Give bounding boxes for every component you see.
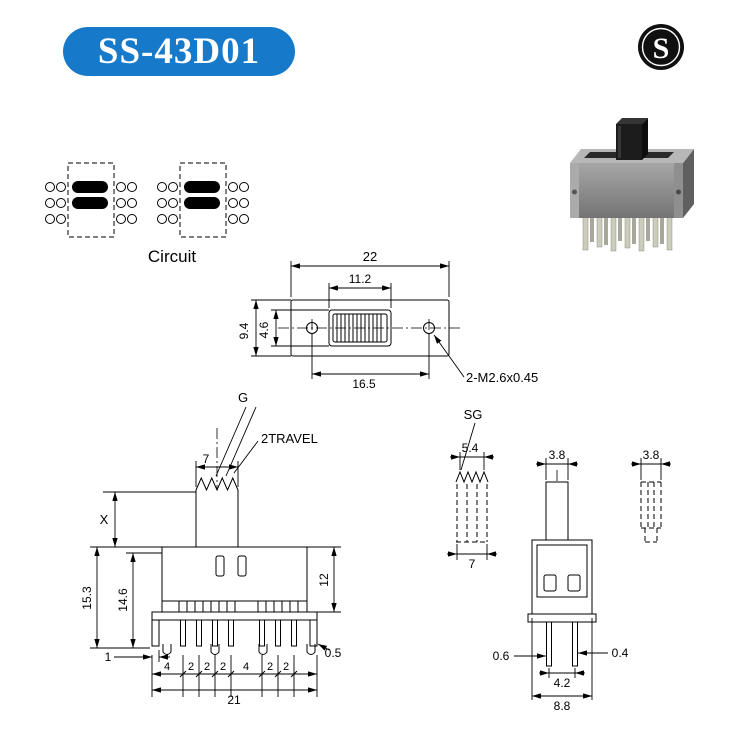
dim-pin-span: 4.2 xyxy=(554,676,571,690)
dim-x-label: X xyxy=(100,512,109,527)
side-view-full: 3.8 0.6 0.4 4.2 8.8 xyxy=(493,448,629,713)
dim-knob-base: 7 xyxy=(469,557,476,571)
side-pin-rear xyxy=(572,621,578,667)
front-mounting-tab-left xyxy=(151,619,160,647)
dim-knob-thickness: 3.8 xyxy=(549,448,566,462)
dim-pin-front-thickness: 0.6 xyxy=(493,649,510,663)
dim-tab-width: 1 xyxy=(105,650,112,664)
photo-rivet-left xyxy=(572,189,577,195)
dim-body-depth: 8.8 xyxy=(554,699,571,713)
dim-topview-total-height: 9.4 xyxy=(237,322,251,339)
circuit-slider-box xyxy=(179,162,227,238)
pin-pitch-label: 2 xyxy=(283,661,289,673)
g-leader-line xyxy=(225,406,257,477)
side-body xyxy=(531,539,593,615)
dim-knob-top: 5.4 xyxy=(462,441,479,455)
dim-hole-span: 16.5 xyxy=(352,377,376,391)
front-body-slot xyxy=(215,555,225,577)
circuit-diagram: Circuit xyxy=(45,162,249,266)
model-badge-pill xyxy=(63,27,295,76)
pin-pitch-label: 2 xyxy=(267,661,273,673)
side-body-inner xyxy=(536,544,588,598)
top-view-window-outer xyxy=(328,309,392,347)
thread-callout-label: 2-M2.6x0.45 xyxy=(466,370,538,385)
side-pin-front xyxy=(546,621,552,667)
circuit-bridge-contact xyxy=(72,181,108,193)
front-mounting-tab-right xyxy=(309,619,318,647)
side-base-plate xyxy=(527,613,597,623)
top-view: 22 11.2 9.4 4.6 16.5 2-M2.6x0.45 xyxy=(237,249,538,391)
sg-label: SG xyxy=(464,407,483,422)
dim-topview-total-width: 22 xyxy=(363,249,377,264)
dim-window-height: 4.6 xyxy=(257,321,271,338)
alt-knob-hidden-lines xyxy=(640,481,662,543)
knob-g-label: G xyxy=(238,390,248,405)
pin-pitch-label: 2 xyxy=(204,661,210,673)
pin-pitch-label: 4 xyxy=(164,661,170,673)
model-number: SS-43D01 xyxy=(98,31,260,72)
dim-height-frame: 14.6 xyxy=(116,588,130,612)
brand-logo: S xyxy=(638,24,684,70)
photo-body-side xyxy=(683,149,694,218)
circuit-bridge-contact xyxy=(72,197,108,209)
photo-back-pins xyxy=(590,214,664,245)
circuit-slider-box xyxy=(67,162,115,238)
front-base-plate xyxy=(151,611,318,621)
photo-body-front xyxy=(570,163,683,218)
front-knob xyxy=(195,476,239,547)
pin-pitch-label: 2 xyxy=(220,661,226,673)
photo-front-pins xyxy=(582,215,673,252)
pin-pitch-label: 4 xyxy=(243,661,249,673)
front-view: G 2TRAVEL 7 X 15.3 14.6 12 1 0.5 xyxy=(80,390,342,707)
pin-pitch-ticks xyxy=(179,670,298,678)
side-contact xyxy=(567,574,581,592)
dim-front-total-width: 21 xyxy=(227,693,241,707)
dim-height-total: 15.3 xyxy=(80,586,94,610)
dim-pin-thickness: 0.5 xyxy=(325,646,342,660)
photo-rivet-right xyxy=(676,189,681,195)
profile-knurl-top xyxy=(455,470,489,484)
switch-photo xyxy=(570,118,694,252)
circuit-pole-group-left xyxy=(45,162,137,238)
photo-knob xyxy=(616,118,648,160)
dim-knob-width: 7 xyxy=(203,452,210,466)
sg-leader-line xyxy=(460,422,476,471)
travel-label: 2TRAVEL xyxy=(261,431,318,446)
dim-pin-rear-thickness: 0.4 xyxy=(612,646,629,660)
dim-knob-thickness-alt: 3.8 xyxy=(643,448,660,462)
front-pins xyxy=(180,619,297,647)
circuit-bridge-contact xyxy=(184,181,220,193)
pin-pitch-label: 2 xyxy=(188,661,194,673)
thread-callout-leader xyxy=(433,334,465,378)
circuit-label: Circuit xyxy=(148,247,196,266)
model-badge: SS-43D01 xyxy=(63,27,295,76)
profile-hidden-lines xyxy=(456,484,488,543)
dim-body-height: 12 xyxy=(317,573,331,587)
circuit-bridge-contact xyxy=(184,197,220,209)
brand-logo-ring xyxy=(641,27,681,67)
side-view-knob-alt: 3.8 xyxy=(631,448,671,543)
front-body-slot xyxy=(237,555,247,577)
brand-letter: S xyxy=(653,32,670,65)
circuit-pole-group-right xyxy=(157,162,249,238)
brand-logo-disc xyxy=(638,24,684,70)
side-view-knob-profile: SG 5.4 7 xyxy=(447,407,497,571)
dim-window-width: 11.2 xyxy=(349,272,372,286)
side-contact xyxy=(543,574,557,592)
g-leader-line xyxy=(215,406,247,477)
side-knob xyxy=(545,481,569,541)
